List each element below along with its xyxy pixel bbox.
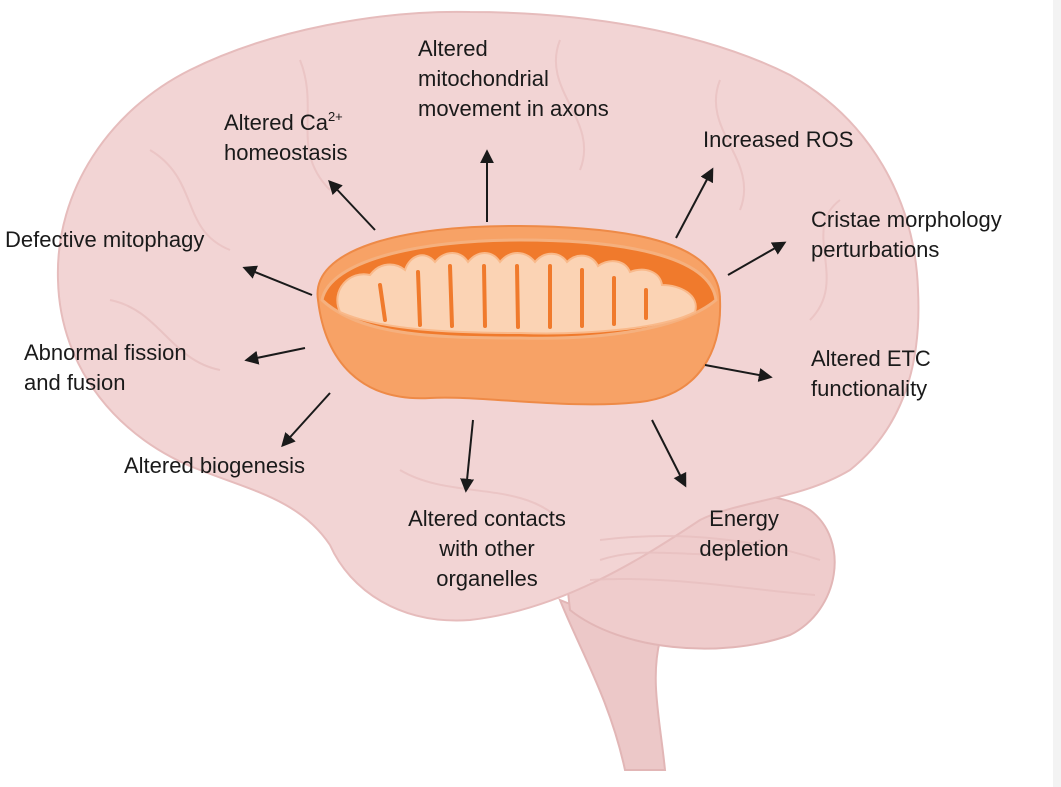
label-biogenesis: Altered biogenesis (124, 453, 306, 478)
label-line: mitochondrial (418, 66, 549, 91)
label-line: with other (439, 536, 535, 561)
label-calcium: Altered Ca2+ homeostasis (224, 108, 348, 168)
label-cristae: Cristae morphology perturbations (811, 205, 1002, 265)
arrow-calcium (328, 179, 376, 231)
label-line: depletion (699, 536, 789, 561)
page-edge (1053, 0, 1061, 787)
label-line: Cristae morphology (811, 207, 1002, 232)
label-line: homeostasis (224, 140, 348, 165)
label-line: movement in axons (418, 96, 609, 121)
arrow-cristae (727, 241, 787, 276)
label-line: Energy (709, 506, 779, 531)
arrow-fission (244, 347, 306, 365)
label-line: Altered ETC (811, 346, 931, 371)
arrow-energy (651, 419, 687, 488)
label-line: perturbations (811, 237, 940, 262)
arrow-biogenesis (281, 392, 331, 448)
label-line: and fusion (24, 370, 126, 395)
arrow-mitophagy (242, 265, 313, 296)
label-line: Altered contacts (408, 506, 566, 531)
mitochondrion-icon (316, 224, 722, 406)
label-ros: Increased ROS (703, 127, 854, 152)
arrow-contacts (460, 419, 475, 493)
label-mitophagy: Defective mitophagy (5, 227, 205, 252)
arrows (242, 149, 787, 493)
label-line: functionality (811, 376, 928, 401)
label-movement: Altered mitochondrial movement in axons (418, 34, 609, 124)
brainstem (558, 598, 667, 771)
superscript: 2+ (327, 109, 343, 124)
label-contacts: Altered contacts with other organelles (387, 504, 587, 594)
arrow-etc (704, 364, 773, 382)
label-fission: Abnormal fission and fusion (24, 338, 187, 398)
label-line: organelles (436, 566, 538, 591)
label-text: Altered Ca (224, 110, 328, 135)
arrow-ros (675, 167, 714, 239)
label-line: Altered Ca2+ (224, 108, 348, 138)
label-energy: Energy depletion (684, 504, 804, 564)
label-line: Abnormal fission (24, 340, 187, 365)
label-etc: Altered ETC functionality (811, 344, 931, 404)
label-line: Altered (418, 36, 488, 61)
